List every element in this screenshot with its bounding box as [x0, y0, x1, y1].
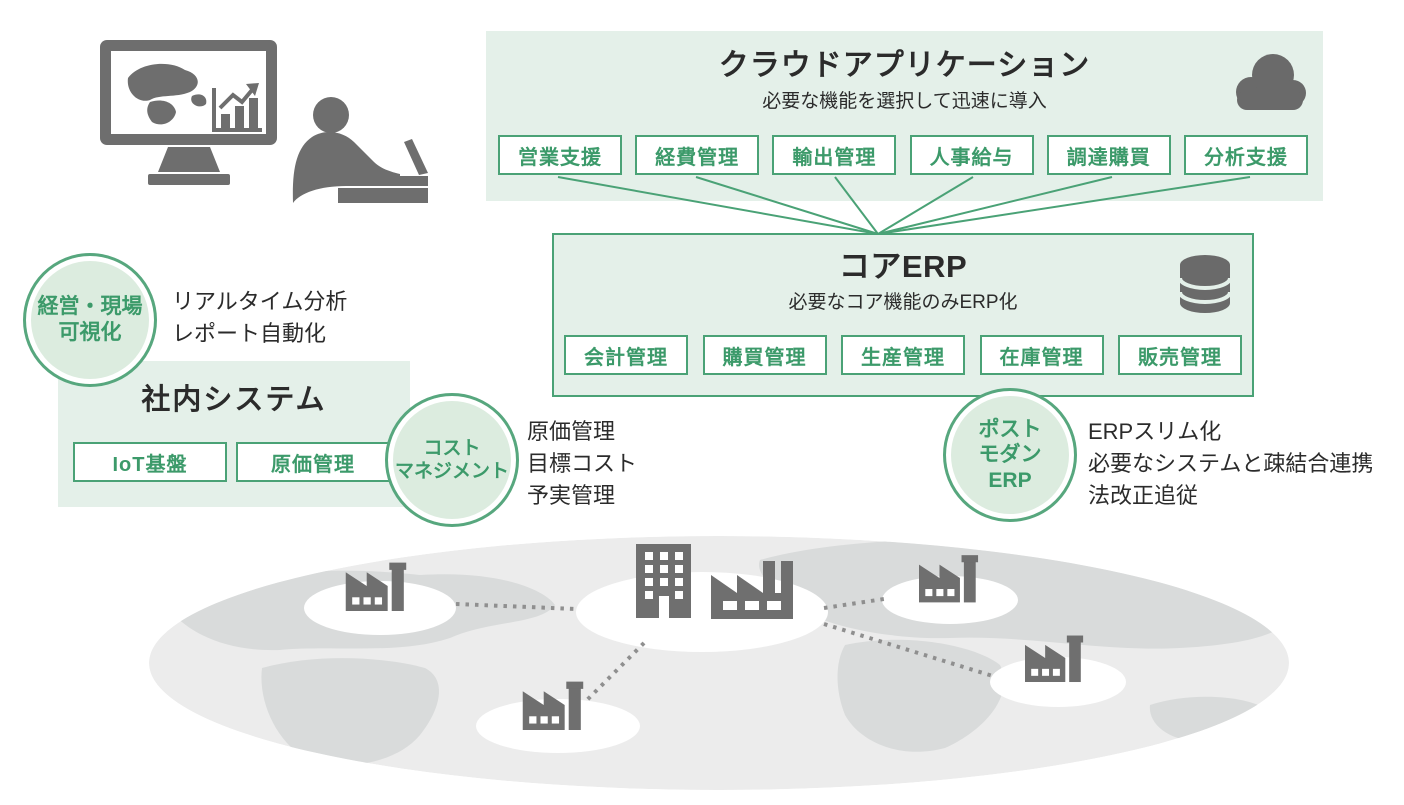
- internal-system-chips: IoT基盤 原価管理: [73, 442, 390, 482]
- note-line: 原価管理: [527, 419, 616, 444]
- erp-module-chips: 会計管理 購買管理 生産管理 在庫管理 販売管理: [564, 335, 1242, 375]
- person-at-laptop-icon: [292, 97, 428, 203]
- module-chip-expense-management: 経費管理: [635, 135, 760, 175]
- site-link-dotted-lines: [455, 597, 997, 703]
- note-line: 必要なシステムと疎結合連携: [1088, 451, 1374, 476]
- cloud-application-title: クラウドアプリケーション: [718, 49, 1091, 82]
- module-chip-procurement: 調達購買: [1046, 135, 1171, 175]
- cloud-icon: [1236, 54, 1306, 110]
- database-icon: [1178, 255, 1232, 313]
- cloud-application-panel: クラウドアプリケーション 必要な機能を選択して迅速に導入: [486, 31, 1323, 201]
- factory-icon: [711, 561, 793, 619]
- badge-postmodern-erp: ポスト モダン ERP: [943, 388, 1077, 522]
- cloud-module-chips: 営業支援 経費管理 輸出管理 人事給与 調達購買 分析支援: [498, 135, 1308, 175]
- cloud-application-subtitle: 必要な機能を選択して迅速に導入: [762, 91, 1047, 112]
- world-map: [149, 536, 1289, 790]
- internal-system-title: 社内システム: [141, 384, 327, 416]
- module-chip-hr-payroll: 人事給与: [909, 135, 1034, 175]
- core-erp-title: コアERP: [838, 249, 968, 284]
- badge-line: ポスト: [978, 417, 1042, 441]
- module-chip-export-management: 輸出管理: [772, 135, 897, 175]
- badge-line: マネジメント: [394, 461, 509, 482]
- badge-management-site-visualization: 経営・現場 可視化: [23, 253, 157, 387]
- note-line: ERPスリム化: [1088, 419, 1222, 444]
- headquarters-building-icon: [636, 544, 691, 618]
- note-line: 目標コスト: [527, 451, 638, 476]
- badge-line: 可視化: [58, 321, 122, 344]
- module-chip-sales: 販売管理: [1118, 335, 1242, 375]
- badge-line: モダン: [978, 443, 1042, 467]
- module-chip-production: 生産管理: [841, 335, 965, 375]
- note-line: リアルタイム分析: [172, 289, 348, 314]
- module-chip-analytics-support: 分析支援: [1183, 135, 1308, 175]
- note-line: 予実管理: [527, 483, 616, 508]
- badge-line: ERP: [988, 468, 1032, 492]
- visualization-notes: リアルタイム分析 レポート自動化: [172, 286, 347, 350]
- module-chip-iot-platform: IoT基盤: [73, 442, 227, 482]
- cost-management-notes: 原価管理 目標コスト 予実管理: [527, 416, 637, 512]
- badge-line: 経営・現場: [37, 295, 143, 319]
- monitor-dashboard-icon: [100, 40, 277, 185]
- module-chip-purchasing: 購買管理: [702, 335, 827, 375]
- module-chip-cost-management: 原価管理: [236, 442, 390, 482]
- module-chip-inventory: 在庫管理: [979, 335, 1104, 375]
- module-chip-sales-support: 営業支援: [498, 135, 622, 175]
- note-line: レポート自動化: [172, 321, 327, 346]
- badge-line: コスト: [423, 437, 481, 459]
- module-chip-accounting: 会計管理: [564, 335, 688, 375]
- note-line: 法改正追従: [1088, 483, 1199, 508]
- postmodern-erp-notes: ERPスリム化 必要なシステムと疎結合連携 法改正追従: [1088, 416, 1373, 512]
- badge-cost-management: コスト マネジメント: [385, 393, 519, 527]
- internal-system-panel: 社内システム: [58, 361, 410, 507]
- core-erp-subtitle: 必要なコア機能のみERP化: [788, 292, 1018, 313]
